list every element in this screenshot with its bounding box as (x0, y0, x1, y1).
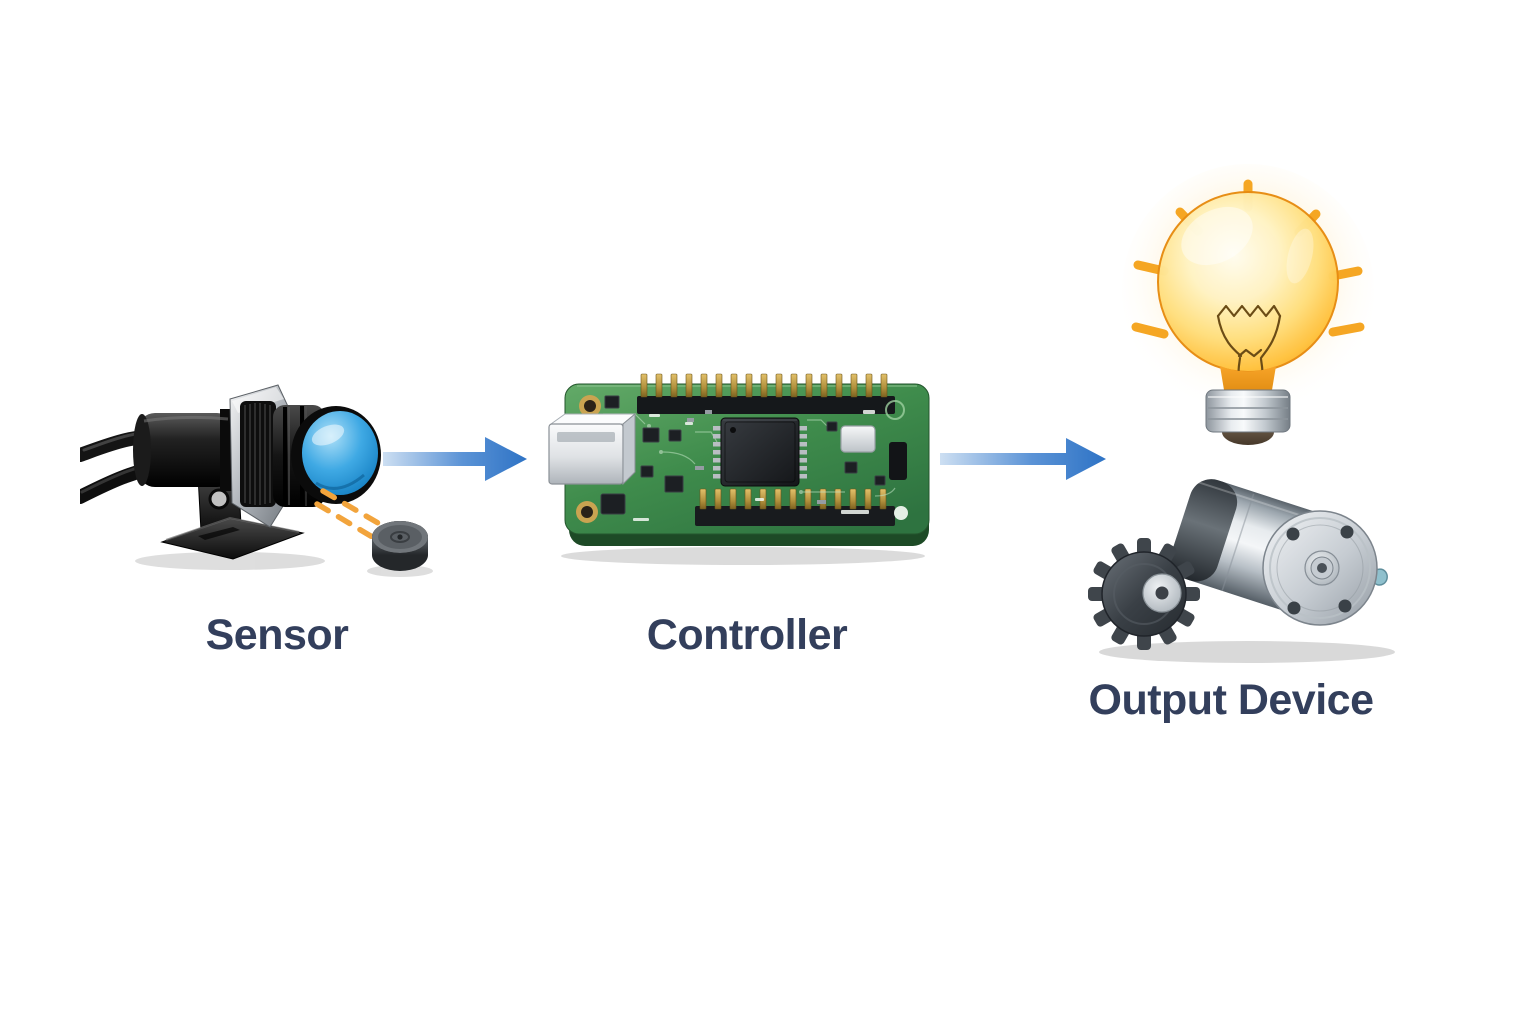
bulb-neck (1220, 366, 1276, 396)
face-screws (1286, 525, 1354, 615)
sensor-beam-dashes (314, 488, 381, 541)
reset-button (840, 425, 876, 453)
silkscreen-marks (633, 410, 875, 521)
pin-header-top (637, 373, 895, 414)
photoelectric-sensor-icon (80, 384, 433, 577)
small-components (600, 395, 886, 515)
passive-components (687, 410, 826, 504)
sensor-body (133, 384, 325, 528)
usb-connector (548, 412, 637, 486)
electric-motor-icon (1088, 479, 1395, 663)
sensor-lens (291, 406, 381, 504)
sensor-label: Sensor (205, 611, 349, 659)
output-device-label: Output Device (1088, 676, 1375, 724)
motor-gear (1088, 538, 1200, 650)
board-shadow (561, 547, 925, 565)
side-connector (889, 442, 907, 480)
motor-shadow (1099, 641, 1395, 663)
mounting-holes (576, 395, 908, 523)
pin-header-bottom (695, 488, 895, 526)
controller-label: Controller (646, 611, 848, 659)
bulb-screw-base (1205, 389, 1291, 433)
arrow-controller-to-output-icon (940, 438, 1106, 480)
main-chip (713, 417, 807, 487)
sensor-bracket (160, 469, 305, 560)
arrow-sensor-to-controller-icon (383, 437, 527, 481)
bulb-globe (1157, 191, 1339, 373)
sensor-target-disc (372, 521, 428, 571)
microcontroller-board-icon (548, 373, 930, 565)
motor-front-face (1262, 510, 1378, 626)
light-bulb-icon (1122, 164, 1374, 445)
